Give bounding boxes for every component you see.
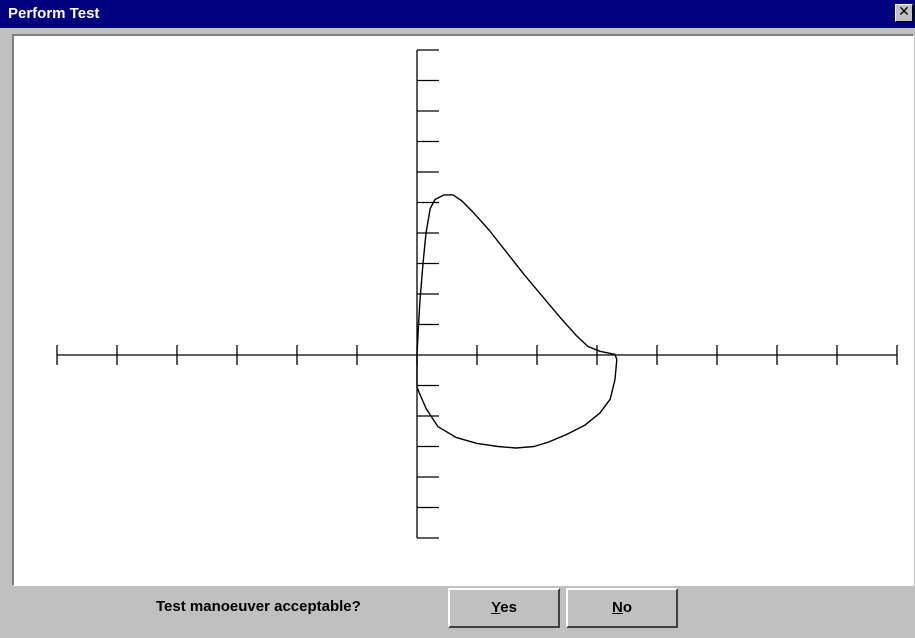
window-title: Perform Test [8,5,100,22]
close-button[interactable]: ✕ [895,4,913,22]
footer-bar: Test manoeuver acceptable? Yes No [0,588,915,638]
flow-volume-plot [12,34,914,586]
flow-volume-loop-0 [416,194,618,449]
no-button[interactable]: No [566,588,678,628]
no-button-label: o [622,599,632,616]
no-button-accel: N [611,599,623,616]
yes-button-label: es [500,599,517,616]
close-icon: ✕ [898,4,910,20]
acceptance-prompt: Test manoeuver acceptable? [156,598,361,615]
title-bar[interactable]: Perform Test ✕ [0,0,915,28]
yes-button[interactable]: Yes [448,588,560,628]
yes-button-accel: Y [491,599,501,616]
plot-axes [56,49,898,539]
plot-curve [416,194,618,449]
